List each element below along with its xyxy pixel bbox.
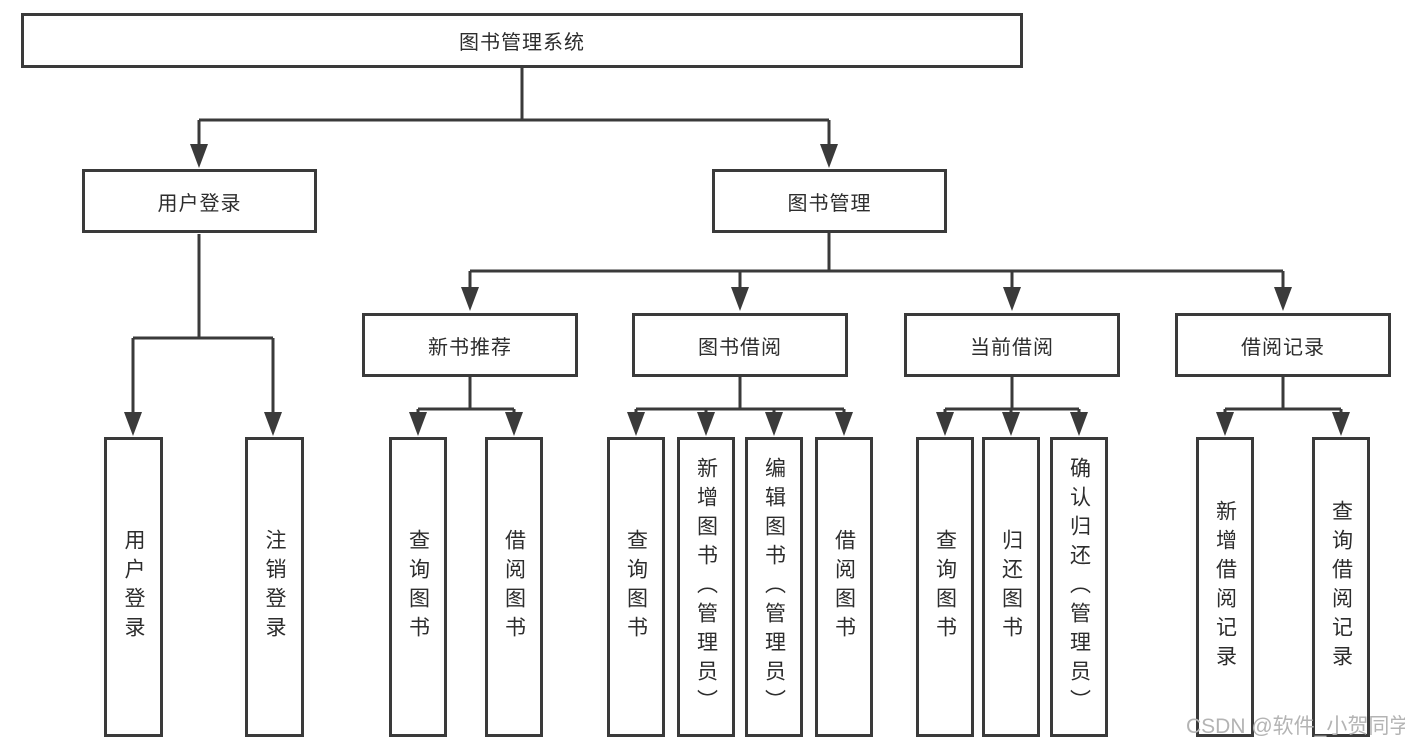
leaf-record-query: 查询借阅记录 — [1312, 437, 1370, 737]
leaf-newbook-borrow-label: 借阅图书 — [502, 529, 526, 645]
node-borrow-record-label: 借阅记录 — [1241, 336, 1325, 359]
leaf-current-return: 归还图书 — [982, 437, 1040, 737]
leaf-borrow-query-label: 查询图书 — [624, 529, 648, 645]
leaf-user-login: 用户登录 — [104, 437, 163, 737]
leaf-record-add-label: 新增借阅记录 — [1213, 500, 1237, 674]
leaf-current-confirm-admin-label: 确认归还（管理员） — [1067, 456, 1091, 718]
leaf-current-confirm-admin: 确认归还（管理员） — [1050, 437, 1108, 737]
node-current-borrow-label: 当前借阅 — [970, 336, 1054, 359]
leaf-newbook-query-label: 查询图书 — [406, 529, 430, 645]
leaf-newbook-borrow: 借阅图书 — [485, 437, 543, 737]
node-user-login: 用户登录 — [82, 169, 317, 233]
leaf-user-login-label: 用户登录 — [122, 529, 145, 645]
leaf-current-query: 查询图书 — [916, 437, 974, 737]
node-book-management: 图书管理 — [712, 169, 947, 233]
node-new-book-recommend-label: 新书推荐 — [428, 336, 512, 359]
leaf-logout-label: 注销登录 — [263, 529, 286, 645]
node-borrow-record: 借阅记录 — [1175, 313, 1391, 377]
leaf-current-return-label: 归还图书 — [999, 529, 1023, 645]
node-book-management-label: 图书管理 — [787, 192, 872, 215]
csdn-watermark: CSDN @软件_小贺同学 — [1186, 715, 1405, 738]
node-root-system: 图书管理系统 — [21, 13, 1023, 68]
leaf-newbook-query: 查询图书 — [389, 437, 447, 737]
node-book-borrow-label: 图书借阅 — [698, 336, 782, 359]
leaf-borrow-add-admin: 新增图书（管理员） — [677, 437, 735, 737]
arrowheads — [124, 144, 1350, 436]
node-user-login-label: 用户登录 — [157, 192, 242, 215]
leaf-current-query-label: 查询图书 — [933, 529, 957, 645]
node-root-label: 图书管理系统 — [459, 32, 585, 54]
node-current-borrow: 当前借阅 — [904, 313, 1120, 377]
node-new-book-recommend: 新书推荐 — [362, 313, 578, 377]
leaf-borrow-book: 借阅图书 — [815, 437, 873, 737]
leaf-borrow-add-admin-label: 新增图书（管理员） — [694, 456, 718, 718]
leaf-borrow-book-label: 借阅图书 — [832, 529, 856, 645]
leaf-record-add: 新增借阅记录 — [1196, 437, 1254, 737]
leaf-borrow-edit-admin-label: 编辑图书（管理员） — [762, 456, 786, 718]
leaf-record-query-label: 查询借阅记录 — [1329, 500, 1353, 674]
leaf-borrow-query: 查询图书 — [607, 437, 665, 737]
leaf-borrow-edit-admin: 编辑图书（管理员） — [745, 437, 803, 737]
node-book-borrow: 图书借阅 — [632, 313, 848, 377]
leaf-logout: 注销登录 — [245, 437, 304, 737]
